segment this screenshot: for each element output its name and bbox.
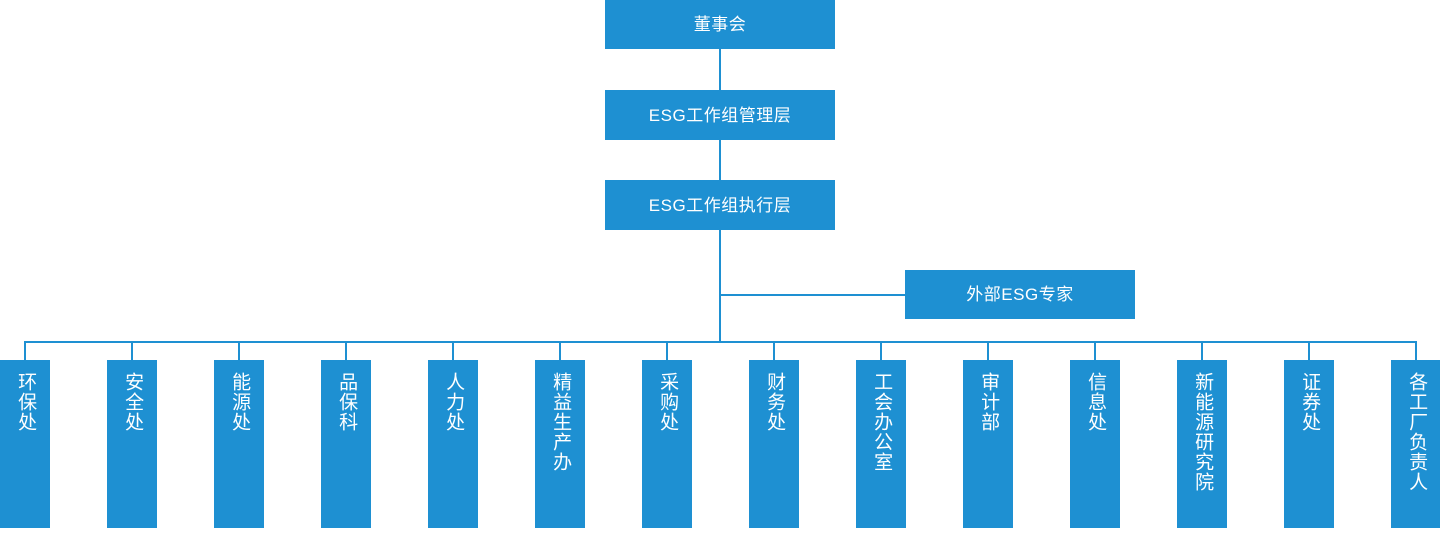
- node-department-10-label: 审计部: [978, 372, 1000, 432]
- connector-execution-trunk: [719, 230, 721, 343]
- node-department-14-label: 各工厂负责人: [1406, 372, 1428, 492]
- node-department-5[interactable]: 人力处: [428, 360, 478, 528]
- node-department-8-label: 财务处: [764, 372, 786, 432]
- connector-drop-3: [238, 341, 240, 361]
- node-department-13[interactable]: 证券处: [1284, 360, 1334, 528]
- node-department-7-label: 采购处: [657, 372, 679, 432]
- node-department-11-label: 信息处: [1085, 372, 1107, 432]
- node-department-6-label: 精益生产办: [550, 372, 572, 472]
- node-department-2[interactable]: 安全处: [107, 360, 157, 528]
- connector-drop-1: [24, 341, 26, 361]
- connector-drop-9: [880, 341, 882, 361]
- connector-drop-14: [1415, 341, 1417, 361]
- node-department-12[interactable]: 新能源研究院: [1177, 360, 1227, 528]
- connector-board-to-management: [719, 49, 721, 90]
- node-esg-management-label: ESG工作组管理层: [648, 105, 792, 125]
- node-department-2-label: 安全处: [122, 372, 144, 432]
- node-department-7[interactable]: 采购处: [642, 360, 692, 528]
- connector-drop-11: [1094, 341, 1096, 361]
- node-esg-execution-label: ESG工作组执行层: [648, 195, 792, 215]
- node-department-1-label: 环保处: [15, 372, 37, 432]
- node-department-6[interactable]: 精益生产办: [535, 360, 585, 528]
- connector-management-to-execution: [719, 140, 721, 180]
- node-esg-management[interactable]: ESG工作组管理层: [605, 90, 835, 140]
- node-department-11[interactable]: 信息处: [1070, 360, 1120, 528]
- connector-trunk-to-advisor: [719, 294, 906, 296]
- node-department-8[interactable]: 财务处: [749, 360, 799, 528]
- node-department-14[interactable]: 各工厂负责人: [1391, 360, 1440, 528]
- connector-drop-6: [559, 341, 561, 361]
- connector-drop-8: [773, 341, 775, 361]
- node-board[interactable]: 董事会: [605, 0, 835, 49]
- connector-drop-12: [1201, 341, 1203, 361]
- node-department-5-label: 人力处: [443, 372, 465, 432]
- connector-drop-4: [345, 341, 347, 361]
- node-department-9[interactable]: 工会办公室: [856, 360, 906, 528]
- node-department-1[interactable]: 环保处: [0, 360, 50, 528]
- node-department-4[interactable]: 品保科: [321, 360, 371, 528]
- node-external-esg-advisor-label: 外部ESG专家: [966, 285, 1074, 304]
- connector-drop-10: [987, 341, 989, 361]
- node-department-13-label: 证券处: [1299, 372, 1321, 432]
- connector-drop-13: [1308, 341, 1310, 361]
- connector-drop-7: [666, 341, 668, 361]
- node-department-4-label: 品保科: [336, 372, 358, 432]
- connector-drop-2: [131, 341, 133, 361]
- node-department-10[interactable]: 审计部: [963, 360, 1013, 528]
- node-external-esg-advisor[interactable]: 外部ESG专家: [905, 270, 1135, 319]
- node-department-12-label: 新能源研究院: [1192, 372, 1214, 492]
- node-department-9-label: 工会办公室: [871, 372, 893, 472]
- connector-drop-5: [452, 341, 454, 361]
- node-department-3[interactable]: 能源处: [214, 360, 264, 528]
- connector-department-bus: [24, 341, 1416, 343]
- node-board-label: 董事会: [693, 15, 747, 34]
- node-department-3-label: 能源处: [229, 372, 251, 432]
- node-esg-execution[interactable]: ESG工作组执行层: [605, 180, 835, 230]
